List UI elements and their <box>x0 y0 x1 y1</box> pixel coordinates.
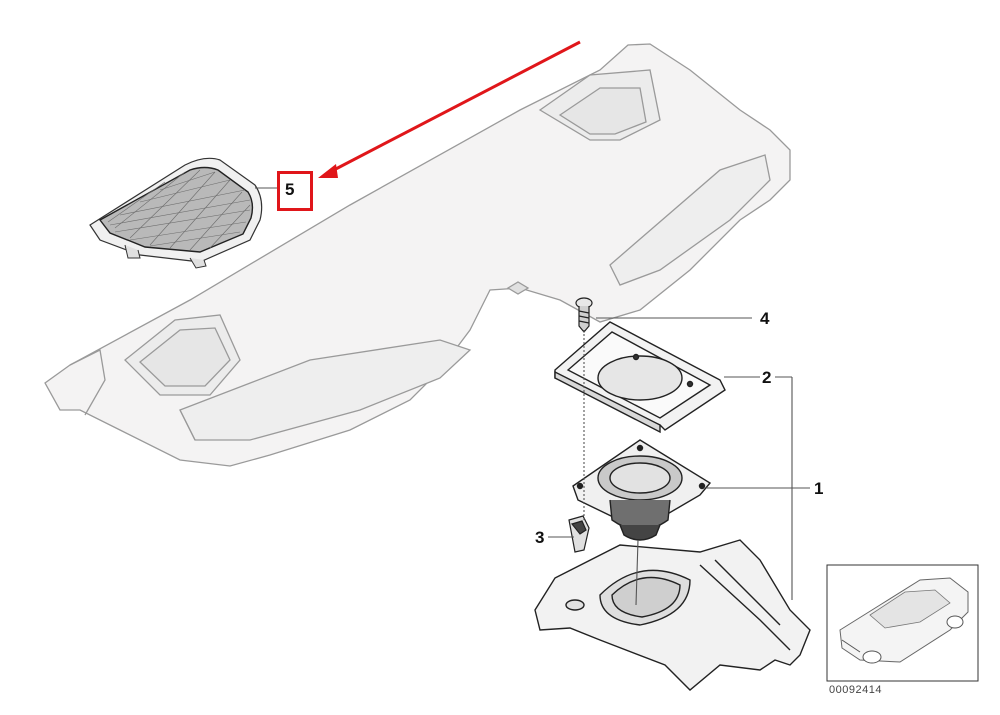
callout-4: 4 <box>760 309 770 328</box>
loudspeaker <box>572 439 712 541</box>
clip-nut <box>568 515 590 553</box>
car-thumbnail <box>826 564 979 682</box>
rear-parcel-shelf <box>44 43 791 467</box>
leader-lines <box>255 187 810 606</box>
screw <box>575 297 593 333</box>
callout-2: 2 <box>762 368 772 387</box>
speaker-housing <box>534 539 811 691</box>
callout-1: 1 <box>814 479 824 498</box>
document-number: 00092414 <box>829 684 882 696</box>
speaker-frame <box>554 321 726 434</box>
callout-3: 3 <box>535 528 545 547</box>
callout-5: 5 <box>285 180 295 199</box>
highlight-box <box>277 171 313 211</box>
speaker-grille <box>89 157 263 269</box>
highlight-arrow <box>318 40 581 178</box>
